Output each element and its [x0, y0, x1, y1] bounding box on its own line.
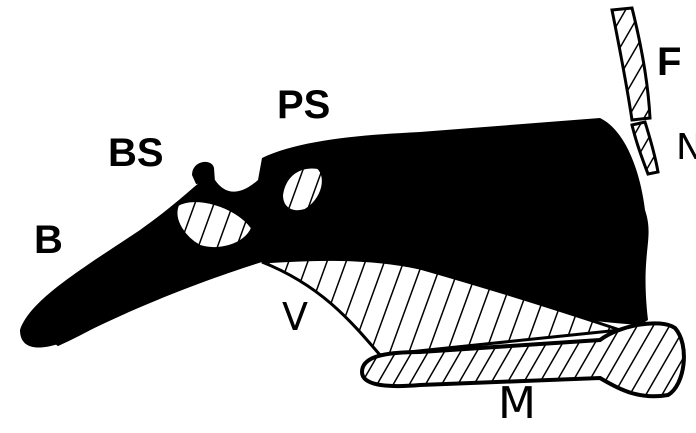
label-f: F — [657, 42, 681, 82]
label-bs: BS — [108, 133, 164, 173]
label-m: M — [498, 382, 536, 426]
label-b: B — [34, 220, 63, 260]
label-v: V — [282, 298, 308, 336]
dorsum-knob — [192, 162, 215, 184]
label-ps: PS — [277, 85, 330, 125]
label-n-partial: N — [676, 130, 696, 166]
